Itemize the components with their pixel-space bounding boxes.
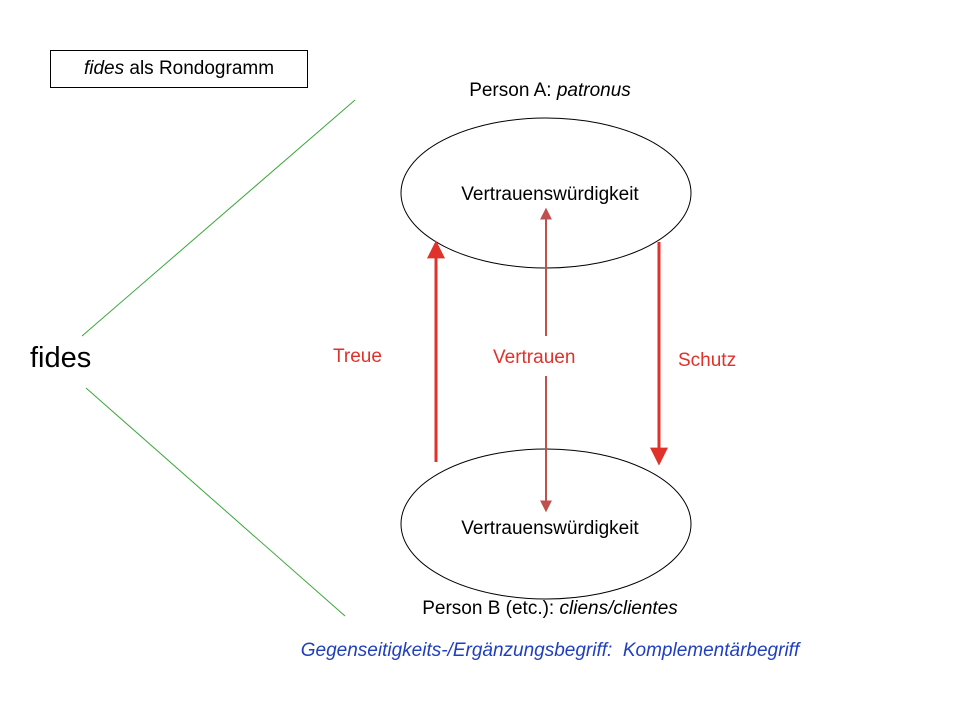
person-b-role: cliens/clientes <box>559 598 678 619</box>
treue-label: Treue <box>333 346 382 367</box>
person-a-prefix: Person A: <box>469 80 557 101</box>
title-rest: als Rondogramm <box>124 58 275 79</box>
ellipse-bottom-label: Vertrauenswürdigkeit <box>461 518 639 539</box>
vertrauen-label: Vertrauen <box>493 347 576 368</box>
center-fides-label: fides <box>30 342 92 374</box>
fides-line-lower <box>85 387 346 617</box>
person-b-label: Person B (etc.): cliens/clientes <box>340 598 760 620</box>
ellipse-top-label: Vertrauenswürdigkeit <box>461 184 639 205</box>
title-word-fides: fides <box>83 58 125 79</box>
person-a-label: Person A: patronus <box>380 80 720 102</box>
caption-text: Gegenseitigkeits-/Ergänzungsbegriff: Kom… <box>300 640 800 661</box>
person-a-role: patronus <box>556 80 631 101</box>
schutz-label: Schutz <box>678 350 737 371</box>
person-b-prefix: Person B (etc.): <box>422 598 560 619</box>
fides-line-upper <box>81 99 356 337</box>
title-box: fides als Rondogramm <box>50 50 308 88</box>
